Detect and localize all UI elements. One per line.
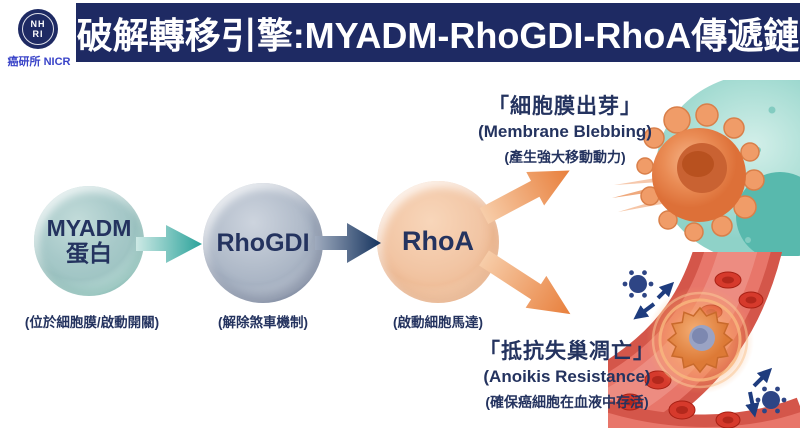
node-myadm-subname: 蛋白 [66, 240, 112, 266]
seal-monogram-line2: RI [32, 29, 44, 39]
membrane-blebbing-cell-illustration [612, 80, 800, 256]
outcome-anoikis: 「抵抗失巢凋亡」 (Anoikis Resistance) (確保癌細胞在血液中… [453, 335, 681, 412]
membrane-blebs [636, 103, 765, 242]
seal-monogram-line1: NH [30, 19, 46, 29]
arrow-rhogdi-to-rhoa-icon [315, 223, 381, 263]
arrow-rhoa-to-anoikis-icon [479, 250, 571, 315]
node-myadm: MYADM 蛋白 [34, 186, 144, 296]
node-rhoa-name: RhoA [402, 226, 474, 257]
caption-rhoa: (啟動細胞馬達) [393, 315, 483, 330]
immune-cell-bottom [755, 386, 787, 414]
caption-myadm: (位於細胞膜/啟動開關) [24, 315, 160, 330]
nhri-seal-icon: NH RI [18, 9, 58, 49]
blebbing-title: 「細胞膜出芽」 [488, 95, 642, 118]
node-rhogdi: RhoGDI [203, 183, 323, 303]
node-rhogdi-name: RhoGDI [216, 228, 310, 257]
nhri-logo: NH RI 癌研所 NICR [0, 0, 76, 82]
deflection-arrows [633, 281, 773, 418]
anoikis-subtitle: (Anoikis Resistance) [483, 367, 651, 386]
node-myadm-name: MYADM [46, 215, 132, 242]
node-rhoa: RhoA [377, 181, 499, 303]
outcome-blebbing: 「細胞膜出芽」 (Membrane Blebbing) (產生強大移動動力) [462, 90, 668, 167]
blood-vessel-survival-illustration [608, 252, 800, 428]
logo-label: 癌研所 NICR [7, 56, 71, 68]
arrow-rhoa-to-blebbing-icon [479, 170, 570, 224]
protected-cancer-cell [646, 286, 754, 394]
anoikis-caption: (確保癌細胞在血液中存活) [485, 394, 649, 410]
anoikis-title: 「抵抗失巢凋亡」 [479, 340, 655, 363]
header-title-bar: 破解轉移引擎:MYADM-RhoGDI-RhoA傳遞鏈 [76, 3, 800, 62]
page-title: 破解轉移引擎:MYADM-RhoGDI-RhoA傳遞鏈 [76, 14, 800, 56]
cancer-cell-body [652, 128, 746, 222]
blebbing-subtitle: (Membrane Blebbing) [478, 122, 652, 141]
caption-rhogdi: (解除煞車機制) [218, 315, 308, 330]
blebbing-caption: (產生強大移動動力) [504, 149, 626, 165]
immune-cell-top [622, 270, 654, 298]
arrow-myadm-to-rhogdi-icon [136, 225, 202, 263]
